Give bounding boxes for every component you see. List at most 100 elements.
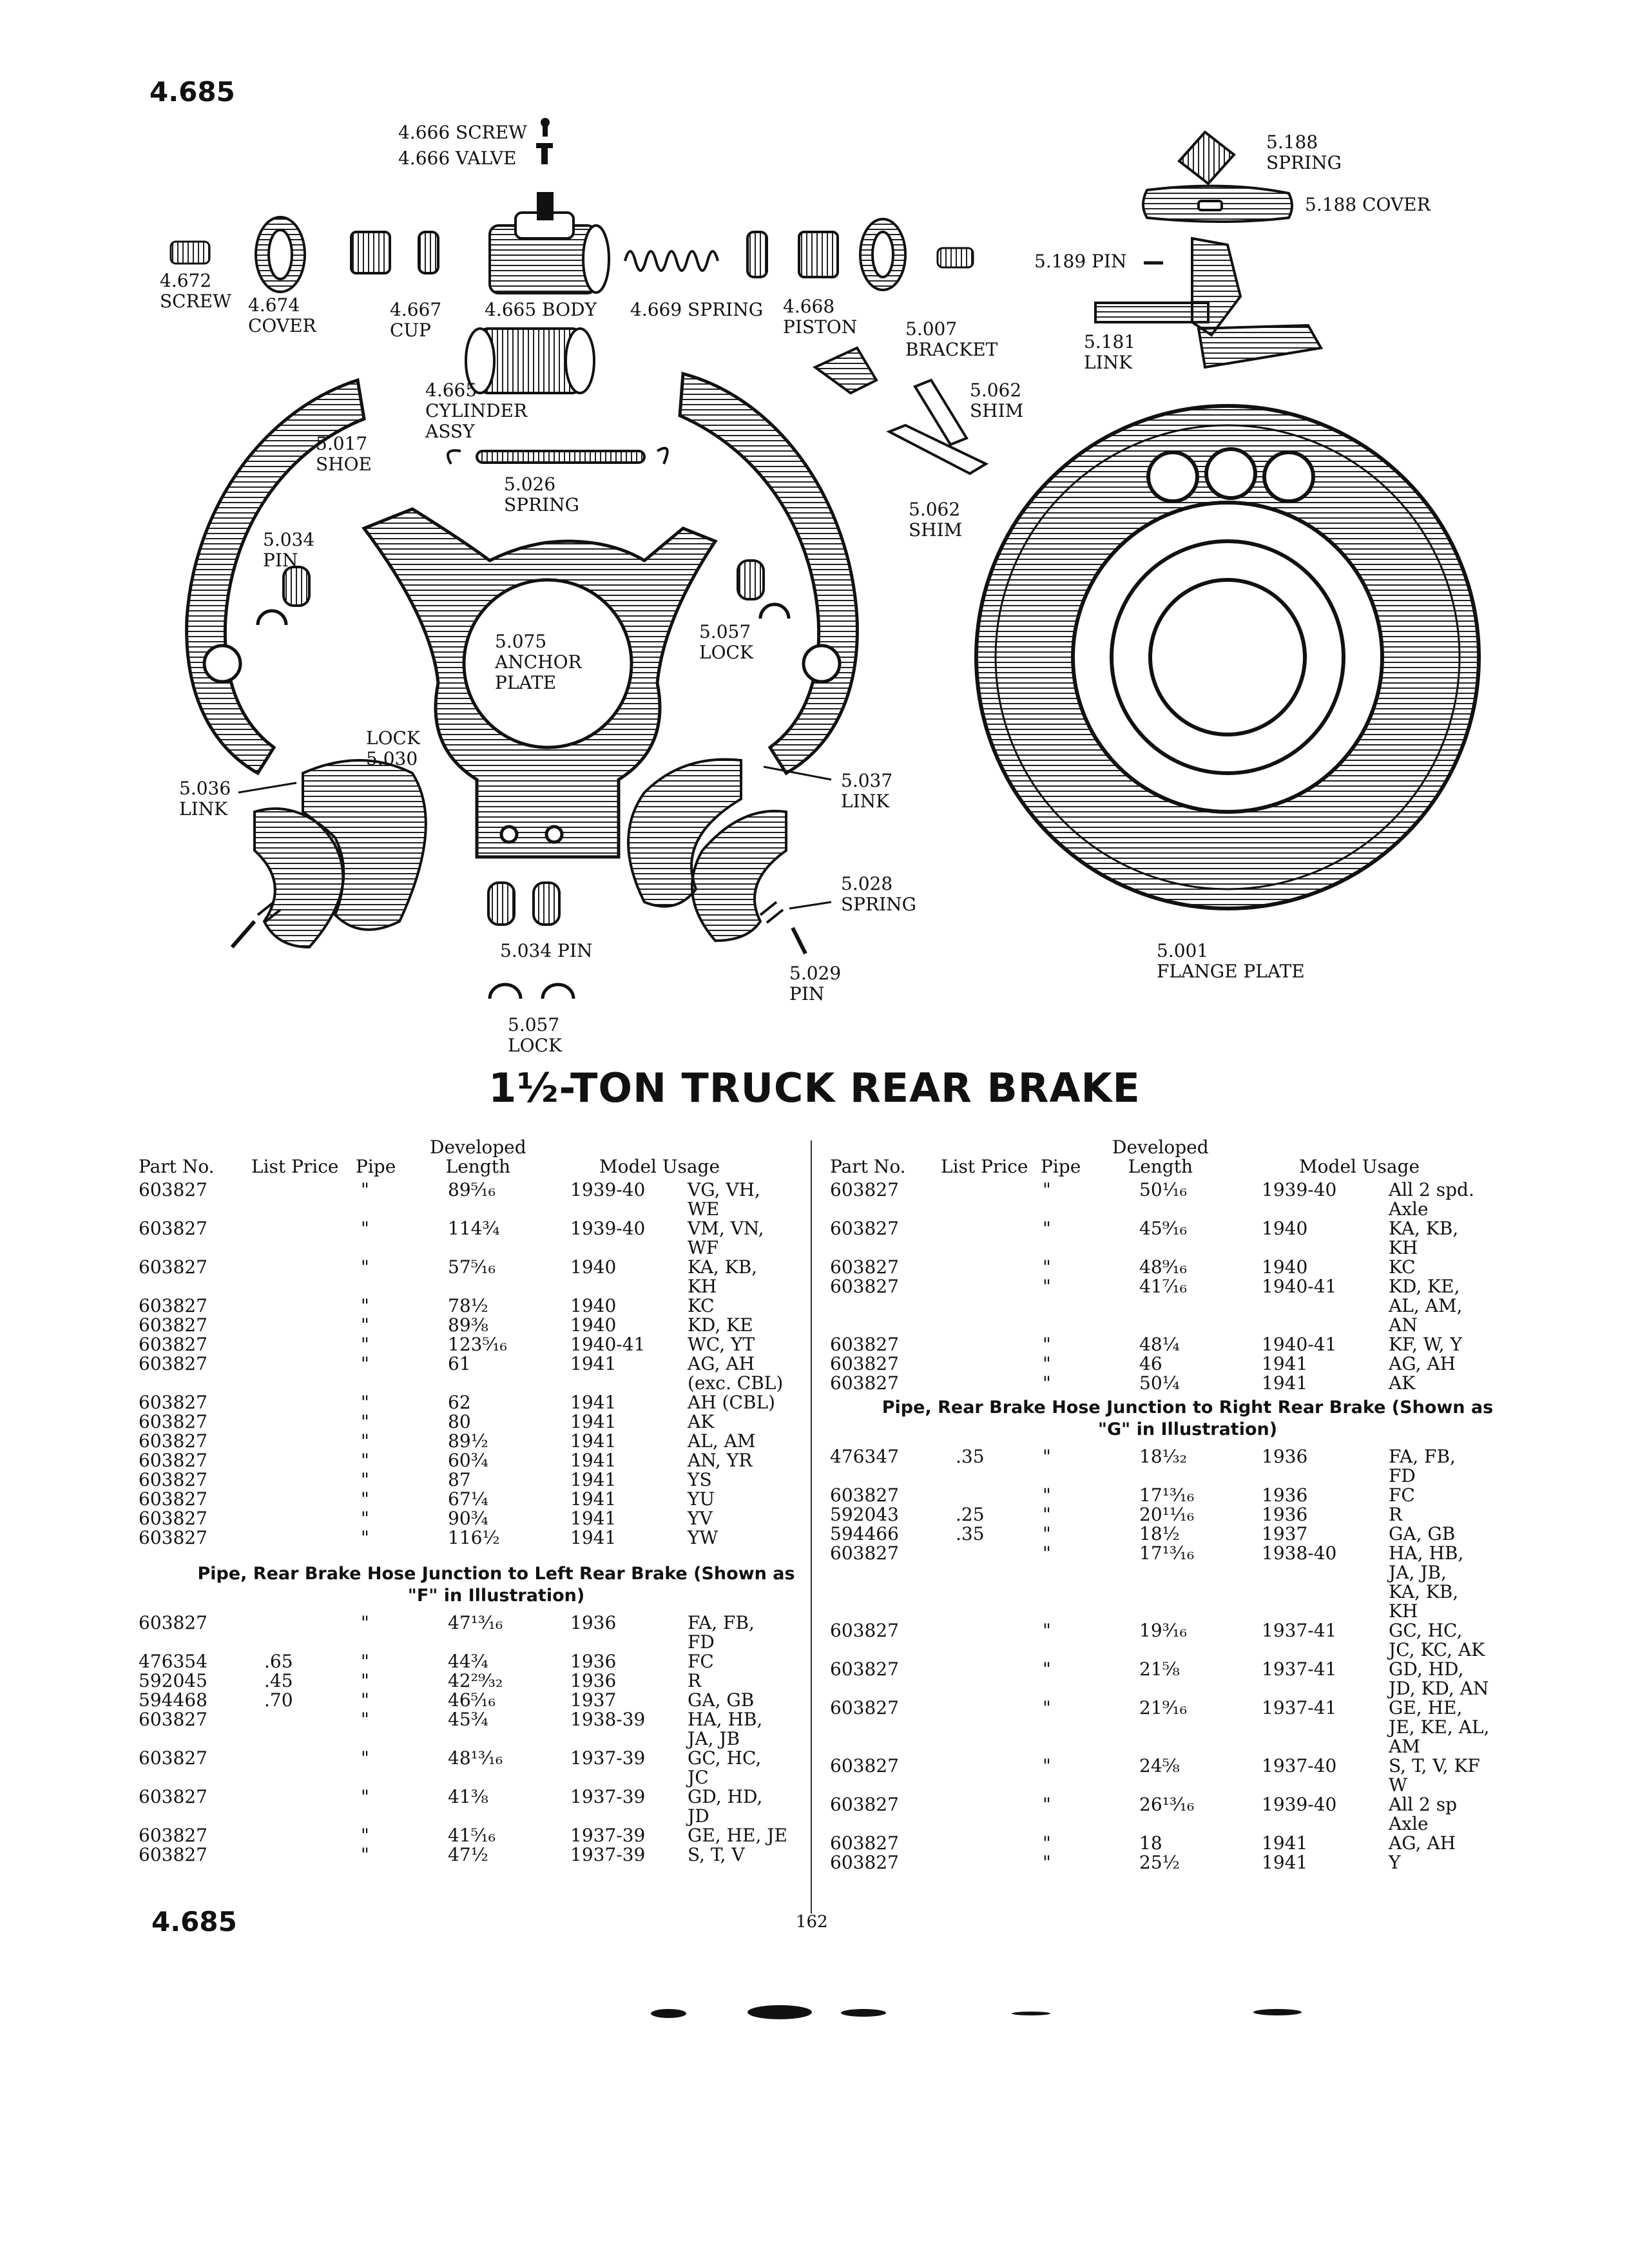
label-body-4665: 4.665 BODY [485, 299, 597, 320]
part-number: 603827 [139, 1469, 207, 1490]
cylinder-assy-part [465, 327, 595, 394]
part-number: 603827 [139, 1314, 207, 1336]
model-usage: S, T, V, KF W [1389, 1755, 1480, 1796]
pipe-mark: " [361, 1334, 369, 1355]
pipe-mark: " [361, 1825, 369, 1846]
part-number: 603827 [139, 1709, 207, 1730]
header-model-usage: Model Usage [599, 1156, 720, 1177]
model-usage: Y [1389, 1852, 1401, 1873]
valve-4666-icon [536, 143, 553, 164]
pipe-mark: " [1043, 1504, 1051, 1525]
label-piston-4668: 4.668 PISTON [783, 296, 858, 338]
screw-4672-part [169, 240, 211, 265]
part-number: 603827 [139, 1612, 207, 1633]
model-year: 1939-40 [1262, 1179, 1337, 1200]
part-number: 603827 [139, 1844, 207, 1865]
pipe-mark: " [361, 1353, 369, 1374]
part-number: 603827 [139, 1786, 207, 1807]
model-year: 1940 [570, 1256, 617, 1278]
model-usage: YS [688, 1469, 712, 1490]
developed-length: 57⁵⁄₁₆ [448, 1256, 496, 1278]
model-year: 1940-41 [570, 1334, 646, 1355]
pipe-mark: " [361, 1527, 369, 1548]
pipe-mark: " [361, 1709, 369, 1730]
developed-length: 50¼ [1139, 1372, 1180, 1394]
model-year: 1938-39 [570, 1709, 646, 1730]
pipe-mark: " [1043, 1218, 1051, 1239]
model-year: 1937-40 [1262, 1755, 1337, 1776]
model-usage: VG, VH, WE [688, 1179, 760, 1220]
model-usage: AL, AM [688, 1430, 756, 1452]
model-year: 1937-41 [1262, 1658, 1337, 1680]
model-usage: KC [1389, 1256, 1416, 1278]
model-usage: HA, HB, JA, JB [688, 1709, 763, 1749]
model-usage: R [1389, 1504, 1403, 1525]
model-usage: KA, KB, KH [1389, 1218, 1459, 1258]
model-usage: AN, YR [688, 1450, 753, 1471]
scan-smear [1253, 2009, 1302, 2015]
pipe-mark: " [361, 1314, 369, 1336]
developed-length: 41⁷⁄₁₆ [1139, 1276, 1187, 1297]
model-usage: All 2 sp Axle [1389, 1794, 1458, 1834]
pipe-mark: " [1043, 1523, 1051, 1544]
model-year: 1936 [570, 1612, 617, 1633]
developed-length: 18¹⁄₃₂ [1139, 1446, 1187, 1467]
part-number: 603827 [139, 1747, 207, 1769]
model-usage: GC, HC, JC [688, 1747, 762, 1788]
label-lock-5030: LOCK 5.030 [366, 727, 420, 769]
pipe-mark: " [1043, 1372, 1051, 1394]
list-price: .70 [264, 1689, 293, 1711]
list-price: .45 [264, 1670, 293, 1691]
header-list-price: List Price [251, 1156, 339, 1177]
part-number: 476354 [139, 1651, 207, 1672]
pipe-mark: " [1043, 1658, 1051, 1680]
list-price: .25 [956, 1504, 985, 1525]
model-year: 1941 [570, 1353, 617, 1374]
model-usage: AK [1389, 1372, 1416, 1394]
model-year: 1941 [570, 1450, 617, 1471]
flange-plate-part [974, 404, 1481, 910]
screw-4666-icon [541, 118, 550, 137]
pipe-mark: " [361, 1612, 369, 1633]
model-usage: KD, KE [688, 1314, 753, 1336]
developed-length: 20¹¹⁄₁₆ [1139, 1504, 1195, 1525]
pipe-mark: " [1043, 1697, 1051, 1718]
part-number: 603827 [830, 1542, 899, 1564]
pipe-mark: " [1043, 1179, 1051, 1200]
model-year: 1937 [570, 1689, 617, 1711]
label-link-5036: 5.036 LINK [179, 778, 231, 820]
label-shim-5062b: 5.062 SHIM [909, 499, 963, 541]
developed-length: 46⁵⁄₁₆ [448, 1689, 496, 1711]
developed-length: 87 [448, 1469, 471, 1490]
pipe-mark: " [1043, 1852, 1051, 1873]
part-number: 603827 [139, 1825, 207, 1846]
part-number: 603827 [830, 1755, 899, 1776]
pipe-mark: " [361, 1256, 369, 1278]
table-header-left: Part No. List Price Pipe Developed Lengt… [126, 1134, 867, 1180]
part-number: 603827 [139, 1218, 207, 1239]
label-cover-4674: 4.674 COVER [248, 294, 316, 336]
developed-length: 42²⁹⁄₃₂ [448, 1670, 503, 1691]
label-lock-5057b: 5.057 LOCK [508, 1014, 562, 1056]
developed-length: 90¾ [448, 1508, 488, 1529]
link-5036-part [253, 759, 427, 949]
developed-length: 114¾ [448, 1218, 500, 1239]
pipe-mark: " [1043, 1755, 1051, 1776]
model-usage: WC, YT [688, 1334, 755, 1355]
model-year: 1939-40 [1262, 1794, 1337, 1815]
